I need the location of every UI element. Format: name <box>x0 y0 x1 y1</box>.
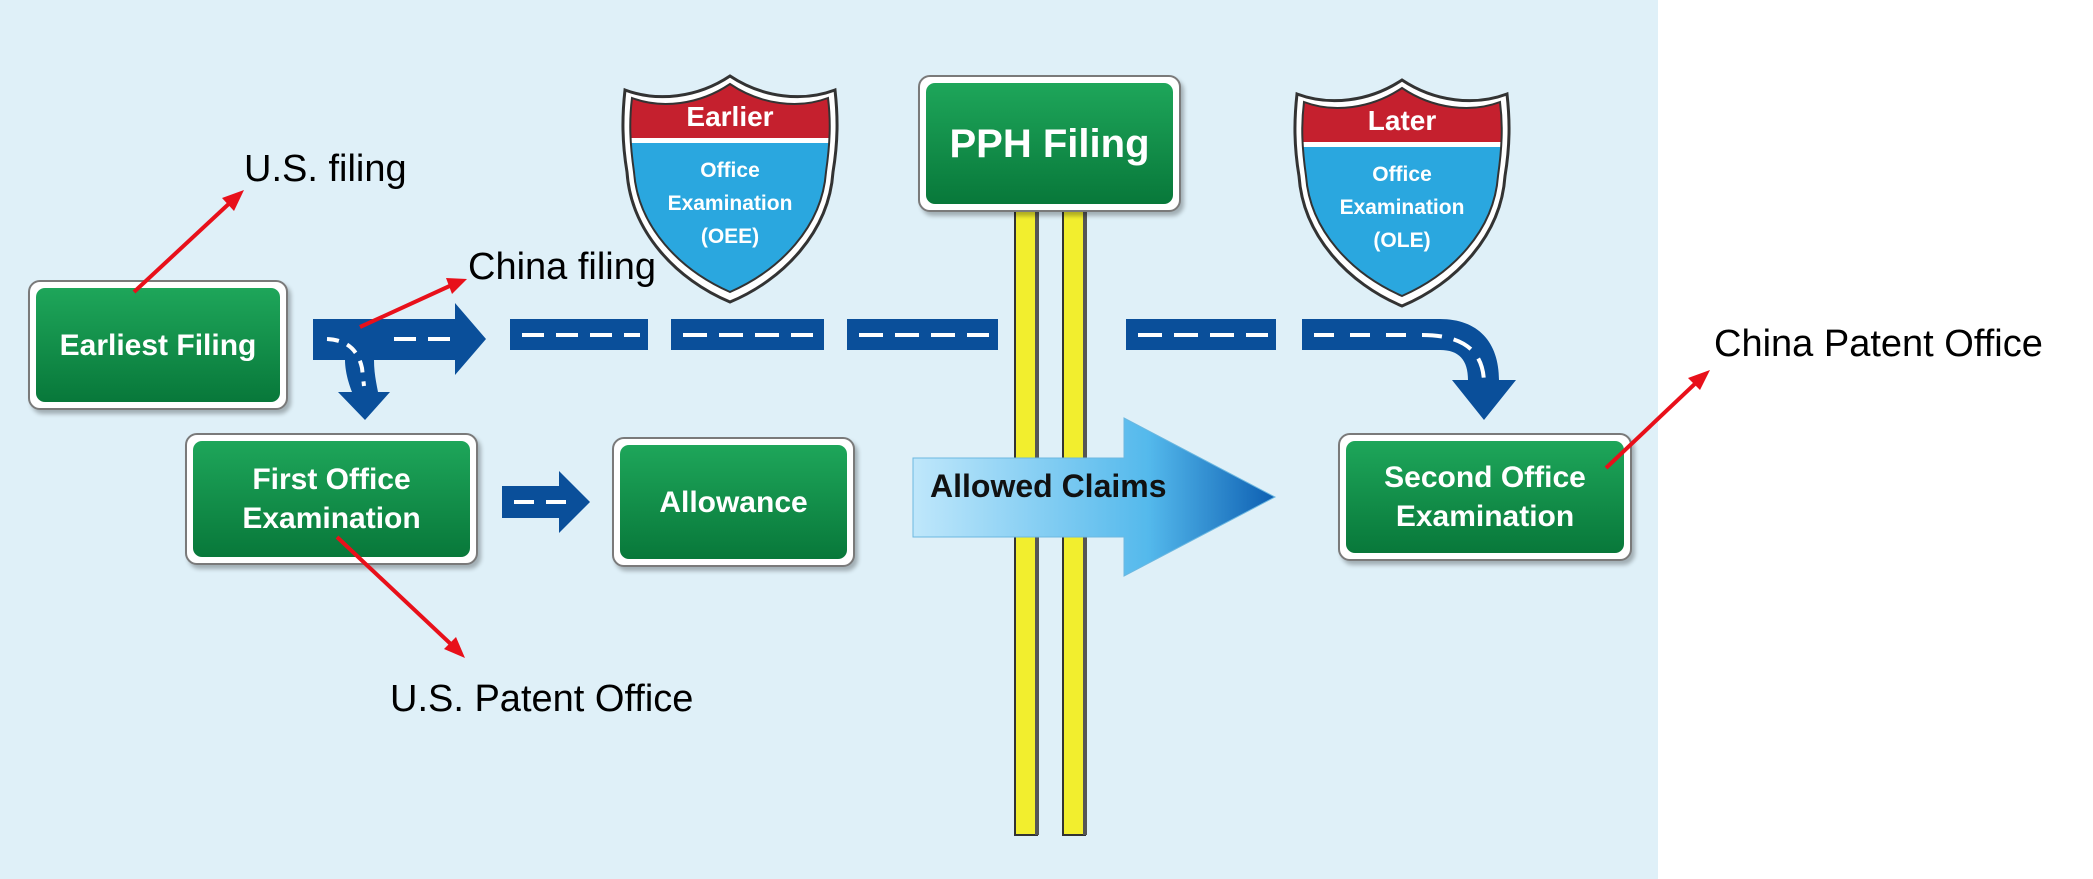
first-office-examination-box: First Office Examination <box>185 433 478 565</box>
annotation-arrow-us-filing <box>132 197 236 294</box>
us-filing-label: U.S. filing <box>244 148 407 190</box>
earliest-filing-box: Earliest Filing <box>28 280 288 410</box>
second-office-examination-box: Second Office Examination <box>1338 433 1632 561</box>
road-segment-3 <box>847 319 998 350</box>
shield-top-label: Later <box>1367 105 1437 136</box>
first-office-examination-label: First Office Examination <box>193 441 470 557</box>
earlier-office-shield: Earlier Office Examination (OEE) <box>617 72 843 307</box>
allowed-claims-label: Allowed Claims <box>930 468 1167 504</box>
shield-icon <box>621 74 839 304</box>
china-filing-label: China filing <box>468 246 656 288</box>
shield-body-label: Office Examination (OLE) <box>1339 163 1465 253</box>
road-segment-2 <box>671 319 824 350</box>
pph-filing-label: PPH Filing <box>926 83 1173 204</box>
annotation-arrow-china-filing <box>359 282 455 329</box>
us-patent-office-label: U.S. Patent Office <box>390 678 694 720</box>
shield-top-label: Earlier <box>686 101 774 132</box>
allowance-label: Allowance <box>620 445 847 559</box>
allowance-box: Allowance <box>612 437 855 567</box>
road-segment-4 <box>1126 319 1276 350</box>
annotation-arrow-china-patent-office <box>1604 377 1702 470</box>
arrow-to-allowance <box>502 471 590 533</box>
annotation-arrow-us-patent-office <box>335 535 457 650</box>
china-patent-office-label: China Patent Office <box>1714 323 2043 365</box>
road-segment-1 <box>510 319 648 350</box>
later-office-shield: Later Office Examination (OLE) <box>1289 76 1515 311</box>
earliest-filing-label: Earliest Filing <box>36 288 280 402</box>
pph-filing-box: PPH Filing <box>918 75 1181 212</box>
shield-icon <box>1293 78 1511 308</box>
road-fork <box>313 303 486 420</box>
road-curve-down <box>1302 319 1516 420</box>
second-office-examination-label: Second Office Examination <box>1346 441 1624 553</box>
shield-body-label: Office Examination (OEE) <box>667 159 793 249</box>
allowed-claims-arrow <box>912 417 1277 577</box>
